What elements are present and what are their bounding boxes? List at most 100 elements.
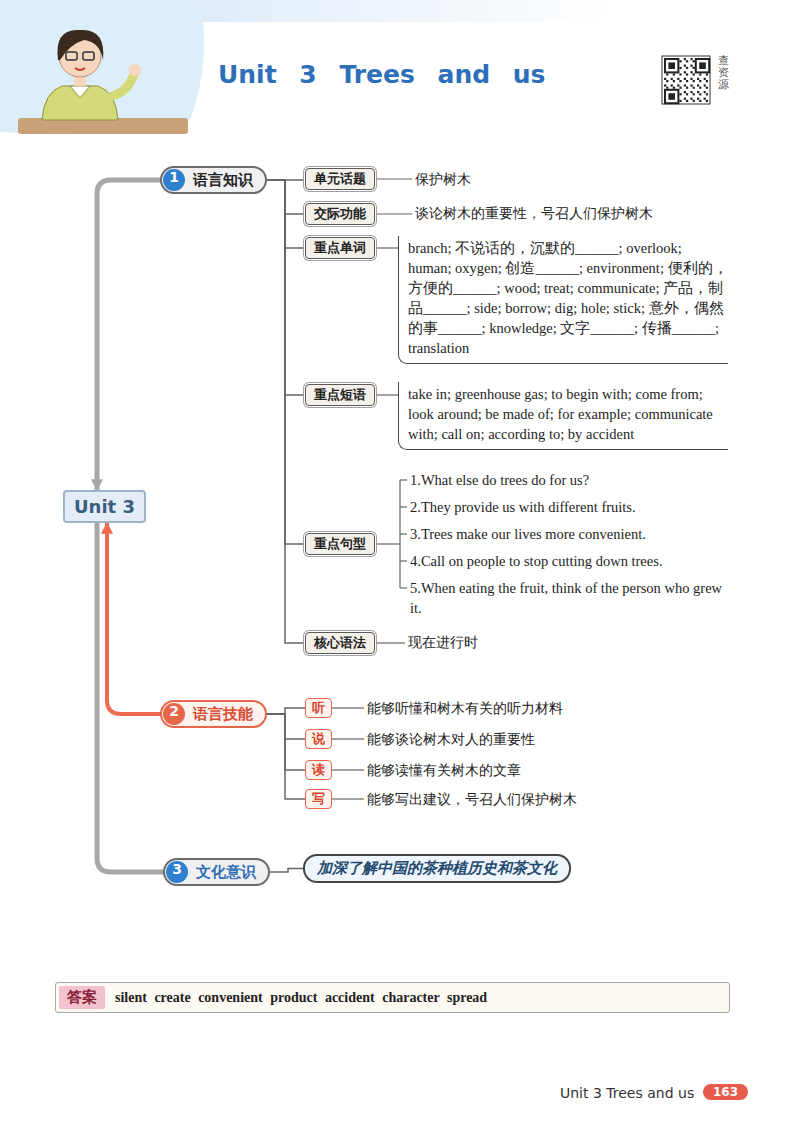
qr-module <box>679 60 681 62</box>
qr-module <box>690 78 692 80</box>
bracket-tick <box>400 587 407 588</box>
topic-text: 保护树木 <box>415 170 471 188</box>
qr-module <box>684 84 686 86</box>
number-badge: 1 <box>163 169 185 191</box>
qr-module <box>664 84 666 86</box>
node-text: 核心语法 <box>314 635 366 650</box>
qr-module <box>679 67 681 69</box>
qr-module <box>697 78 699 80</box>
category-box: 重点短语 <box>305 384 375 406</box>
qr-module <box>684 98 686 100</box>
qr-module <box>699 93 701 95</box>
qr-module <box>693 100 695 102</box>
qr-module <box>706 87 708 89</box>
qr-module <box>699 100 701 102</box>
skill-box: 说 <box>305 729 332 749</box>
node-text: 163 <box>713 1085 738 1099</box>
leader-line <box>332 769 364 770</box>
qr-module <box>706 100 708 102</box>
qr-module <box>684 58 686 60</box>
bracket-tick <box>400 560 407 561</box>
qr-module <box>679 80 681 82</box>
qr-module <box>686 73 688 75</box>
qr-module <box>697 98 699 100</box>
qr-module <box>686 93 688 95</box>
culture-box: 加深了解中国的茶种植历史和茶文化 <box>303 854 571 883</box>
category-box: 交际功能 <box>305 203 375 225</box>
number-badge: 3 <box>166 861 188 883</box>
bracket-tick <box>400 533 407 534</box>
teacher-mouth <box>75 68 85 70</box>
qr-module <box>686 67 688 69</box>
qr-module <box>686 80 688 82</box>
branch-connector <box>270 869 303 873</box>
skill-box: 听 <box>305 698 332 718</box>
key-sentence: 4.Call on people to stop cutting down tr… <box>410 551 725 571</box>
qr-module <box>677 84 679 86</box>
qr-module <box>693 73 695 75</box>
qr-module <box>690 91 692 93</box>
teacher-hair <box>57 30 103 60</box>
node-text: 重点单词 <box>314 240 366 255</box>
qr-finder-core <box>668 93 675 100</box>
qr-module <box>666 80 668 82</box>
bracket-tick <box>400 506 407 507</box>
qr-module <box>679 100 681 102</box>
node-text: 交际功能 <box>314 206 366 221</box>
qr-module <box>706 80 708 82</box>
qr-module <box>679 87 681 89</box>
word-list: branch; 不说话的，沉默的______; overlook; human;… <box>398 236 728 364</box>
qr-module <box>673 87 675 89</box>
leader-line <box>375 213 412 214</box>
page-number: 163 <box>703 1084 748 1100</box>
trunk-connector <box>97 523 163 872</box>
qr-module <box>666 73 668 75</box>
qr-module <box>684 71 686 73</box>
leader-line <box>332 707 364 708</box>
qr-module <box>684 91 686 93</box>
trunk-connector <box>107 523 160 714</box>
qr-module <box>684 65 686 67</box>
qr-module <box>690 84 692 86</box>
node-text: 单元话题 <box>314 171 366 186</box>
branch-connector <box>267 714 305 799</box>
branch-tag: 3文化意识 <box>163 858 270 886</box>
skill-text: 能够读懂有关树木的文章 <box>367 761 521 779</box>
vertical-caption: 查资源 <box>718 55 729 91</box>
branch-connector <box>267 714 305 739</box>
key-sentence: 3.Trees make our lives more convenient. <box>410 524 725 544</box>
qr-module <box>704 98 706 100</box>
qr-module <box>690 58 692 60</box>
qr-module <box>677 78 679 80</box>
qr-module <box>671 84 673 86</box>
key-sentence: 5.When eating the fruit, think of the pe… <box>410 578 725 618</box>
qr-module <box>699 73 701 75</box>
qr-module <box>697 91 699 93</box>
qr-code <box>664 58 709 103</box>
answer-tag: 答案 <box>59 986 105 1009</box>
branch-connector <box>267 714 305 770</box>
node-text: 说 <box>312 731 325 746</box>
leader-line <box>332 798 364 799</box>
leader-line <box>375 642 405 643</box>
skill-box: 读 <box>305 760 332 780</box>
tag-text: 语言知识 <box>193 171 253 190</box>
node-text: 听 <box>312 700 325 715</box>
branch-connector <box>267 180 305 248</box>
bracket-line <box>375 543 400 544</box>
node-text: 读 <box>312 762 325 777</box>
qr-module <box>704 78 706 80</box>
qr-module <box>706 93 708 95</box>
function-text: 谈论树木的重要性，号召人们保护树木 <box>415 204 653 222</box>
phrase-list: take in; greenhouse gas; to begin with; … <box>398 382 728 450</box>
qr-module <box>693 67 695 69</box>
qr-finder <box>665 90 678 103</box>
skill-box: 写 <box>305 789 332 809</box>
leader-line <box>375 178 412 179</box>
qr-module <box>697 84 699 86</box>
qr-module <box>690 98 692 100</box>
branch-tag: 2语言技能 <box>160 700 267 728</box>
page-title: Unit 3 Trees and us <box>218 60 546 89</box>
node-text: 加深了解中国的茶种植历史和茶文化 <box>317 859 557 877</box>
